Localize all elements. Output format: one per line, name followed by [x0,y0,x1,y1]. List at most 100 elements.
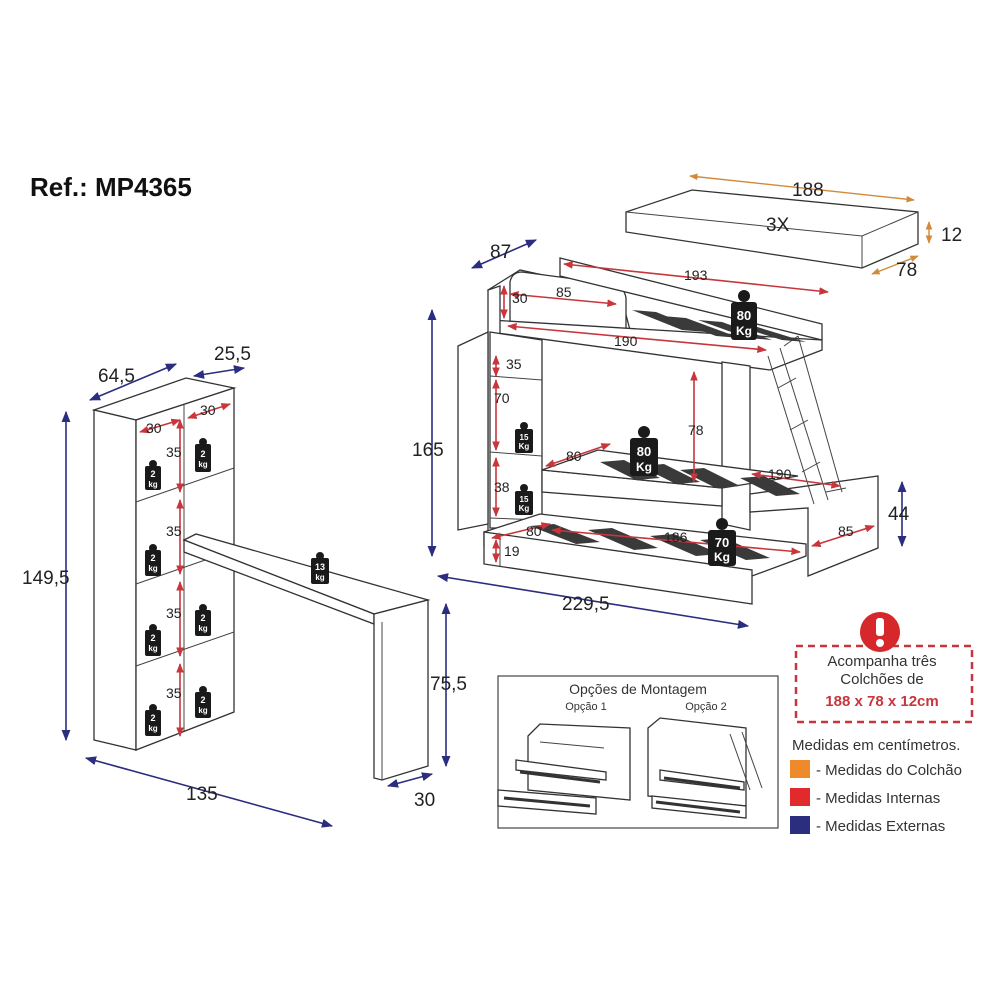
svg-text:kg: kg [198,460,207,469]
weight-tag: 80 Kg [731,290,757,340]
svg-text:kg: kg [148,724,157,733]
shelf-depth-label: 64,5 [98,366,135,387]
niche-top-label: 35 [506,356,522,372]
assembly-option-1-drawing [497,723,631,815]
desk-depth-label: 30 [414,790,435,811]
svg-text:80: 80 [637,444,651,459]
weight-tag: 2 kg [145,624,161,656]
svg-text:2: 2 [200,613,205,623]
svg-text:kg: kg [198,624,207,633]
mattress-length-arrow [689,173,915,203]
bed-depth-label: 87 [490,242,511,263]
trundle-step-label: 80 [526,523,542,539]
svg-text:2: 2 [150,469,155,479]
desk-depth-arrow [386,772,434,788]
svg-text:kg: kg [148,564,157,573]
shelf-cell-height-label-2: 35 [166,523,182,539]
mattress-width-label: 78 [896,260,917,281]
svg-text:2: 2 [200,695,205,705]
callout-line-1: Acompanha três [827,653,936,670]
svg-text:Kg: Kg [736,324,752,338]
svg-text:15: 15 [520,495,529,504]
trundle-height-label: 44 [888,504,910,525]
legend-label-mattress: - Medidas do Colchão [816,762,962,779]
svg-text:2: 2 [150,713,155,723]
assembly-option-2-drawing [647,717,763,819]
svg-text:80: 80 [737,308,751,323]
lower-step-label: 80 [566,448,582,464]
shelf-cell-height-label-4: 35 [166,685,182,701]
shelf-cell-height-label-3: 35 [166,605,182,621]
shelf-cell-width-arrow-left [139,418,181,434]
weight-tag: 2 kg [195,686,211,718]
svg-text:70: 70 [715,535,729,550]
weight-tag: 2 kg [195,604,211,636]
mattress-length-label: 188 [792,180,824,201]
weight-tag: 2 kg [195,438,211,472]
mattress-thickness-label: 12 [941,225,962,246]
svg-text:kg: kg [148,480,157,489]
weight-tag: 13 kg [311,552,329,584]
shelf-cell-width-arrow-right [187,403,231,419]
guard-length-label: 85 [556,284,572,300]
weight-tag: 80 Kg [630,426,658,476]
bed-depth-arrow [470,239,538,269]
mattress-quantity-label: 3X [766,215,790,236]
svg-text:Kg: Kg [519,442,530,451]
trundle-step-arrow [491,522,551,540]
lower-inner-arrow [751,471,841,489]
lower-clearance-label: 78 [688,422,704,438]
svg-text:kg: kg [198,706,207,715]
trundle-low-label: 19 [504,543,520,559]
lower-step-arrow [545,443,611,467]
svg-text:2: 2 [150,633,155,643]
guard-length-arrow [509,290,617,308]
assembly-option-1-label: Opção 1 [565,701,607,713]
weight-tag: 2 kg [145,704,161,736]
shelf-height-label: 149,5 [22,568,70,589]
callout-line-2: Colchões de [840,671,923,688]
weight-tag: 2 kg [145,460,161,490]
top-length-label: 193 [684,267,708,283]
weight-tag: 70 Kg [708,518,736,566]
shelf-cell-height-label-1: 35 [166,444,182,460]
assembly-option-2-label: Opção 2 [685,701,727,713]
shelf-cell-depth-arrow [192,365,246,379]
svg-text:15: 15 [520,433,529,442]
bed-length-label: 229,5 [562,594,610,615]
shelf-depth-arrow [88,363,178,401]
top-inner-arrow [507,322,767,354]
bed-height-label: 165 [412,440,444,461]
top-inner-label: 190 [614,333,638,349]
legend-swatch-mattress [790,760,810,778]
alert-icon [860,612,900,652]
trundle-depth-arrow [811,524,875,548]
svg-text:kg: kg [315,573,324,582]
svg-text:Kg: Kg [714,550,730,564]
legend-label-internal: - Medidas Internas [816,790,940,807]
reference-title: Ref.: MP4365 [30,172,192,202]
shelf-cell-depth-label: 25,5 [214,344,251,365]
assembly-title: Opções de Montagem [569,681,707,697]
guard-height-label: 30 [512,290,528,306]
legend-label-external: - Medidas Externas [816,818,945,835]
weight-tag: 2 kg [145,544,161,576]
top-length-arrow [563,261,829,295]
svg-text:Kg: Kg [636,460,652,474]
shelf-total-width-label: 135 [186,784,218,805]
trundle-depth-label: 85 [838,523,854,539]
shelf-cell-width-label-left: 30 [146,420,162,436]
mattress-width-arrow [871,255,919,275]
weight-tag: 15 Kg [515,484,533,515]
svg-text:13: 13 [315,562,325,572]
legend-swatch-external [790,816,810,834]
trundle-inner-label: 186 [664,529,688,545]
niche-low-label: 38 [494,479,510,495]
desk-height-label: 75,5 [430,674,467,695]
niche-mid-label: 70 [494,390,510,406]
shelf-desk-drawing [91,377,431,781]
legend-swatch-internal [790,788,810,806]
svg-text:2: 2 [200,449,205,459]
shelf-cell-width-label-right: 30 [200,402,216,418]
